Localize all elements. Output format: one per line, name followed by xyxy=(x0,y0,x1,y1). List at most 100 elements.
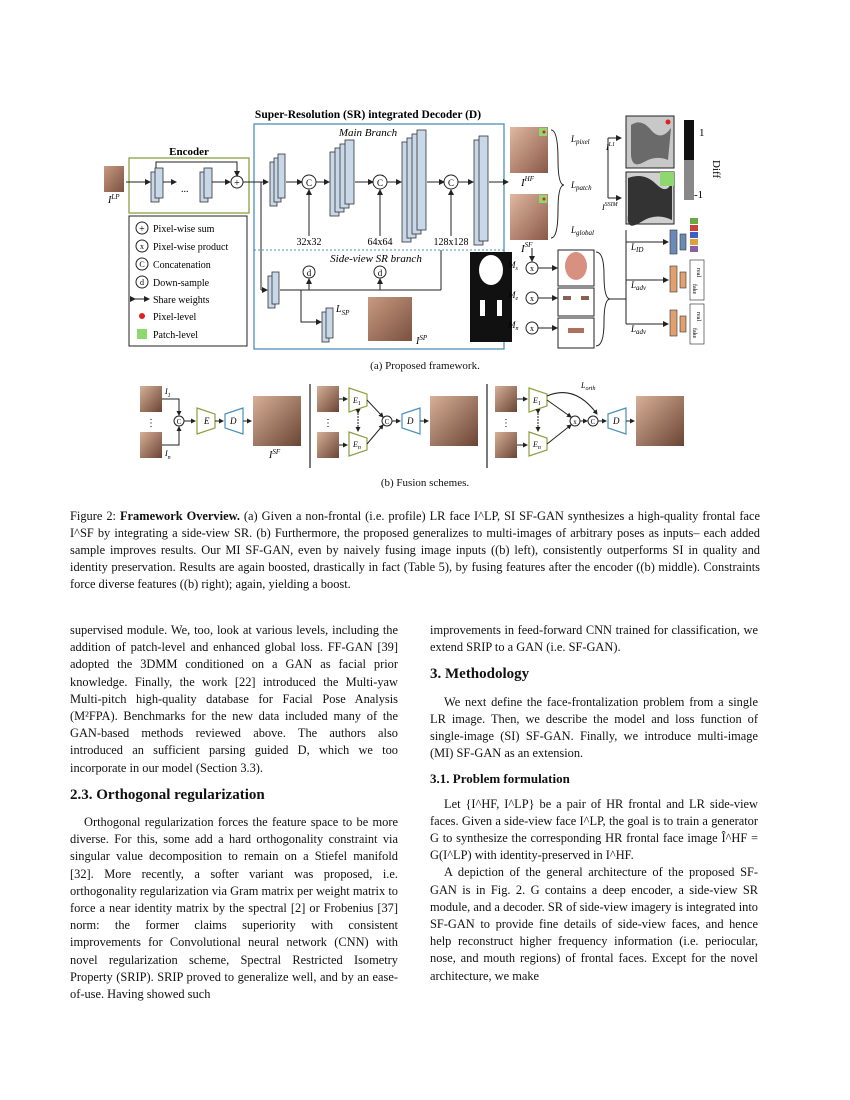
right-paragraph-3: Let {I^HF, I^LP} be a pair of HR frontal… xyxy=(430,796,758,863)
svg-text:C: C xyxy=(591,418,596,426)
svg-text:C: C xyxy=(139,260,144,269)
svg-text:fake: fake xyxy=(691,328,698,339)
mask-labels: Ms Me Mn xyxy=(507,260,519,332)
svg-text:En: En xyxy=(532,440,541,451)
main-branch-label: Main Branch xyxy=(338,127,398,139)
lsp-label: LSP xyxy=(335,304,350,317)
sf-label: ISF xyxy=(520,241,533,255)
svg-text:Mn: Mn xyxy=(507,320,519,332)
legend-share: Share weights xyxy=(153,295,209,306)
svg-text:+: + xyxy=(139,224,145,235)
svg-text:ISF: ISF xyxy=(268,448,281,461)
legend-concat: Concatenation xyxy=(153,260,211,271)
figure-a: Super-Resolution (SR) integrated Decoder… xyxy=(96,100,756,380)
loss-patch: Lpatch xyxy=(570,180,592,192)
svg-text:C: C xyxy=(377,178,383,188)
input-face-image xyxy=(104,166,124,192)
loss-brace xyxy=(550,129,565,239)
section-heading-2-3: 2.3. Orthogonal regularization xyxy=(70,786,265,803)
ssim-label: ISSIM xyxy=(601,202,619,212)
svg-text:E1: E1 xyxy=(352,396,361,407)
size-32: 32x32 xyxy=(297,237,322,248)
svg-text:⋮: ⋮ xyxy=(501,418,511,429)
side-branch-label: Side-view SR branch xyxy=(330,253,422,265)
encoder-ellipsis: ... xyxy=(181,184,189,195)
svg-text:D: D xyxy=(612,416,620,426)
figure-b-caption: (b) Fusion schemes. xyxy=(380,477,470,489)
legend-box xyxy=(128,215,248,347)
framework-diagram: Super-Resolution (SR) integrated Decoder… xyxy=(104,109,722,350)
section-heading-3-1: 3.1. Problem formulation xyxy=(430,771,570,787)
legend-product: Pixel-wise product xyxy=(153,242,228,253)
right-paragraph-4: A depiction of the general architecture … xyxy=(430,865,758,983)
mask-products: x x x xyxy=(525,261,539,335)
svg-text:C: C xyxy=(306,178,312,188)
loss-pixel: Lpixel xyxy=(570,134,590,146)
left-paragraph-1: supervised module. We, too, look at vari… xyxy=(70,623,398,775)
svg-text:En: En xyxy=(352,440,361,451)
svg-text:⋮: ⋮ xyxy=(146,418,156,429)
svg-text:d: d xyxy=(378,268,383,278)
svg-text:Me: Me xyxy=(507,290,519,302)
svg-text:⋮: ⋮ xyxy=(323,418,333,429)
orthogonal-fusion-scheme: ⋮ E1 En Lorth x C D xyxy=(495,381,684,458)
svg-text:Ms: Ms xyxy=(507,260,519,272)
figure-b: ⋮ I1 In C E D ISF ⋮ E1 En C D xyxy=(135,380,735,472)
encoder-box xyxy=(128,157,250,214)
figure-caption: Figure 2: Framework Overview. (a) Given … xyxy=(70,508,760,593)
left-column: supervised module. We, too, look at vari… xyxy=(70,622,398,1003)
sp-label: ISP xyxy=(415,334,428,347)
fusion-schemes-diagram: ⋮ I1 In C E D ISF ⋮ E1 En C D xyxy=(140,381,684,468)
loss-adv-2: Ladv xyxy=(630,324,647,336)
feature-fusion-scheme: ⋮ E1 En C D xyxy=(317,386,478,458)
size-128: 128x128 xyxy=(434,237,469,248)
svg-text:d: d xyxy=(140,278,144,287)
svg-text:I1: I1 xyxy=(164,387,171,399)
legend-pixel-level: Pixel-level xyxy=(153,312,197,323)
side-profile-face-image xyxy=(368,297,412,341)
side-branch-blocks xyxy=(267,271,334,343)
svg-text:x: x xyxy=(530,264,534,273)
svg-text:real: real xyxy=(695,268,701,277)
diff-max: 1 xyxy=(699,127,705,139)
legend-downsample: Down-sample xyxy=(153,278,210,289)
loss-adv-1: Ladv xyxy=(630,280,647,292)
caption-bold: Framework Overview. xyxy=(119,509,240,523)
legend-sum: Pixel-wise sum xyxy=(153,224,215,235)
decoder-box xyxy=(253,123,505,350)
encoder-blocks xyxy=(150,167,213,203)
svg-text:D: D xyxy=(229,416,237,426)
legend: + Pixel-wise sum x Pixel-wise product C … xyxy=(130,221,228,341)
svg-text:E: E xyxy=(203,416,210,426)
naive-fusion-scheme: ⋮ I1 In C E D ISF xyxy=(140,386,301,461)
svg-text:C: C xyxy=(385,418,390,426)
figure-a-caption: (a) Proposed framework. xyxy=(370,360,480,372)
svg-text:x: x xyxy=(530,294,534,303)
right-column: improvements in feed-forward CNN trained… xyxy=(430,622,758,985)
caption-text: (a) Given a non-frontal (i.e. profile) L… xyxy=(70,509,760,591)
diff-min: -1 xyxy=(694,189,703,201)
section-heading-3: 3. Methodology xyxy=(430,666,530,683)
svg-text:x: x xyxy=(140,242,144,251)
svg-text:Lorth: Lorth xyxy=(580,381,595,392)
caption-prefix: Figure 2: xyxy=(70,509,120,523)
discriminator-id xyxy=(669,218,698,255)
right-paragraph-1: improvements in feed-forward CNN trained… xyxy=(430,623,758,655)
left-paragraph-2: Orthogonal regularization forces the fea… xyxy=(70,815,398,1002)
svg-text:C: C xyxy=(177,418,182,426)
svg-text:D: D xyxy=(406,416,414,426)
diff-label: Diff xyxy=(710,160,722,178)
input-label: ILP xyxy=(107,193,120,206)
discriminator-adv-2: real fake xyxy=(669,303,705,345)
decoder-title: Super-Resolution (SR) integrated Decoder… xyxy=(255,109,481,121)
svg-text:fake: fake xyxy=(691,284,698,295)
svg-text:+: + xyxy=(234,178,240,189)
loss-global: Lglobal xyxy=(570,225,594,237)
svg-text:C: C xyxy=(448,178,454,188)
eye-region-image xyxy=(557,287,595,317)
encoder-label: Encoder xyxy=(169,146,209,158)
svg-text:In: In xyxy=(164,449,171,461)
discriminator-adv-1: real fake xyxy=(669,259,705,301)
svg-text:E1: E1 xyxy=(532,396,541,407)
hf-label: IHF xyxy=(520,175,535,189)
